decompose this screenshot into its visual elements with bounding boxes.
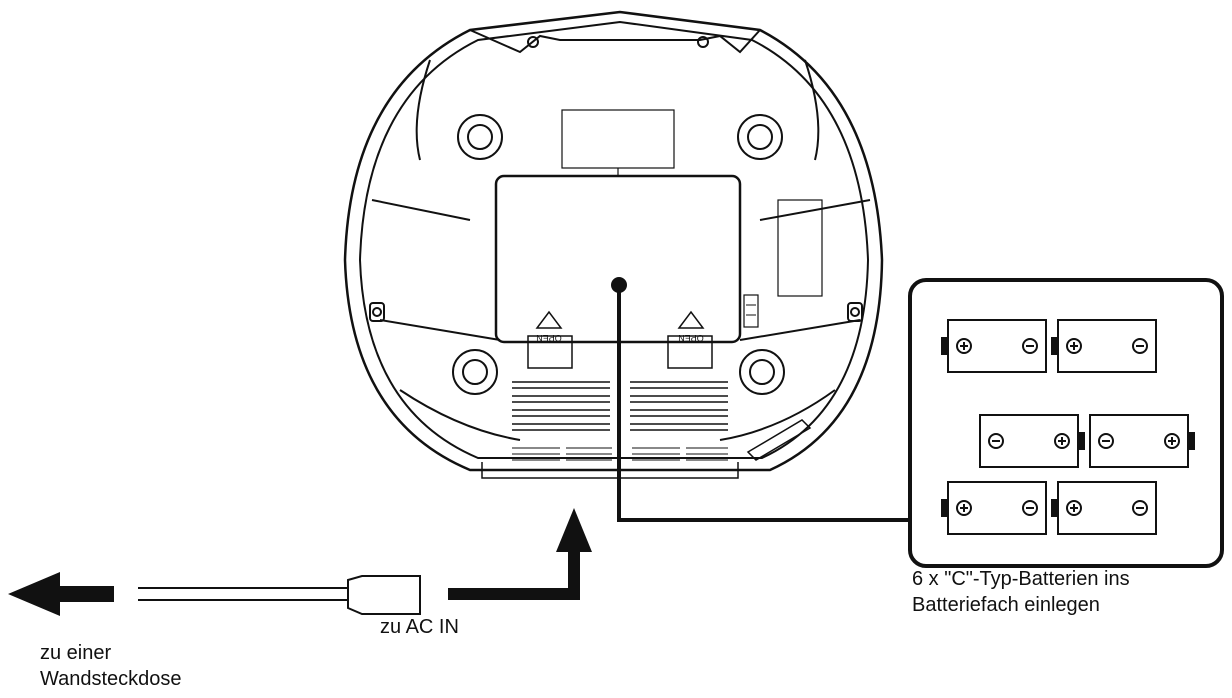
latch-left-text: OPEN bbox=[536, 333, 562, 343]
latch-right: OPEN bbox=[677, 310, 705, 343]
battery-instruction-label: 6 x "C"-Typ-Batterien ins Batteriefach e… bbox=[912, 566, 1130, 618]
wall-socket-label: zu einer Wandsteckdose bbox=[40, 640, 182, 692]
battery-instruction-line1: 6 x "C"-Typ-Batterien ins bbox=[912, 568, 1130, 590]
battery-4 bbox=[1089, 414, 1195, 468]
device-body bbox=[343, 10, 884, 479]
battery-callout bbox=[611, 277, 912, 522]
ac-in-label: zu AC IN bbox=[380, 616, 459, 638]
battery-2 bbox=[1051, 319, 1157, 373]
battery-instruction-line2: Batteriefach einlegen bbox=[912, 594, 1100, 616]
wall-socket-label-line2: Wandsteckdose bbox=[40, 668, 182, 690]
battery-box bbox=[908, 278, 1224, 568]
wall-socket-label-line1: zu einer bbox=[40, 642, 112, 664]
wall-arrow-icon bbox=[8, 572, 114, 616]
latch-right-text: OPEN bbox=[678, 333, 704, 343]
battery-1 bbox=[941, 319, 1047, 373]
latch-left: OPEN bbox=[535, 310, 563, 343]
battery-6 bbox=[1051, 481, 1157, 535]
ac-in-arrow-icon bbox=[448, 508, 592, 600]
battery-5 bbox=[941, 481, 1047, 535]
battery-3 bbox=[979, 414, 1085, 468]
power-cord bbox=[138, 575, 421, 615]
